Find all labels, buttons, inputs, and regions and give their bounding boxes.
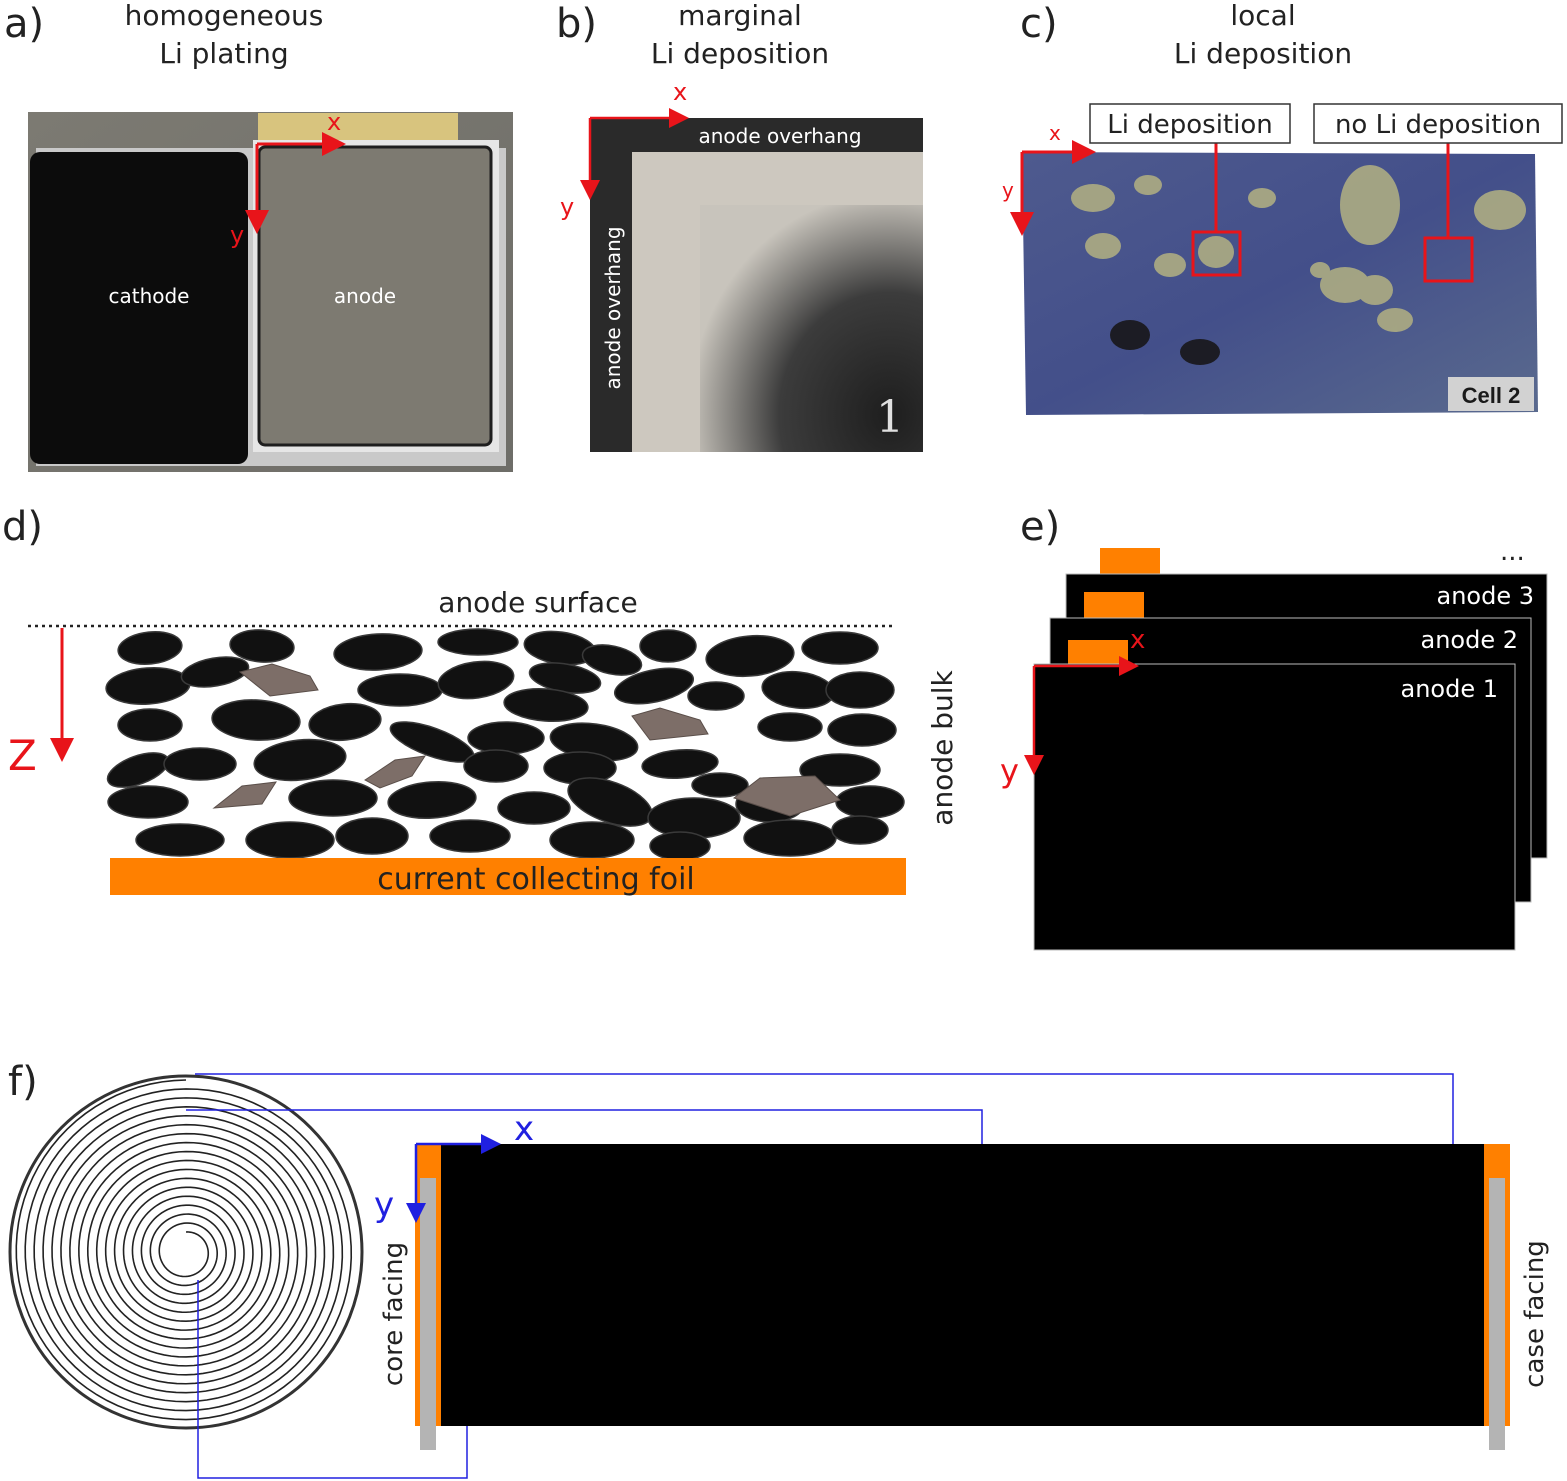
panel-b-title-line1: marginal [678,0,802,32]
panel-a-letter: a) [4,1,44,47]
panel-e: e) ... anode 3 anode 2 anode 1 x y [1000,504,1548,951]
core-tab-gray [420,1178,436,1450]
panel-a-yellow-tab [258,113,458,143]
anode-1-tab [1068,640,1128,668]
connector-middle-to-sheet [186,1109,983,1144]
panel-c-cell-photo [1022,152,1538,415]
panel-f-x-label: x [514,1109,534,1149]
panel-e-y-label: y [1000,752,1019,790]
anode-1-label: anode 1 [1401,675,1499,703]
panel-b-side-overhang [590,118,632,452]
panel-c-dark-spots [1110,320,1220,365]
panel-f: f) core facing case facing x y [8,1059,1550,1479]
panel-a-x-label: x [327,108,341,136]
anode-label: anode [334,284,396,308]
jelly-roll-spiral [8,1074,364,1430]
panel-c: c) local Li deposition Cell 2 [1002,0,1563,415]
core-facing-label: core facing [379,1242,409,1386]
panel-b-top-overhang [590,118,923,152]
panel-b-letter: b) [556,1,597,47]
silicon-particles [212,663,841,817]
cathode-label: cathode [108,284,189,308]
panel-c-letter: c) [1020,1,1058,47]
panel-c-callout-box-2 [1313,103,1563,144]
panel-e-letter: e) [1020,504,1060,550]
panel-a-cathode-sheet [30,152,248,464]
panel-e-ellipsis: ... [1500,537,1525,567]
panel-c-cell-tag: Cell 2 [1462,383,1521,408]
panel-f-letter: f) [8,1059,38,1105]
panel-c-title-line2: Li deposition [1174,37,1352,70]
panel-a-title-line2: Li plating [159,37,288,70]
panel-a: a) homogeneous Li plating cathode anode … [4,0,513,472]
unrolled-anode-sheet [441,1144,1484,1426]
panel-b-photo-number: 1 [876,392,904,443]
panel-b-y-label: y [560,193,574,221]
case-tab-gray [1489,1178,1505,1450]
connector-core-to-core [197,1280,468,1479]
current-collecting-foil-label: current collecting foil [377,862,695,897]
panel-b-overhang-side-label: anode overhang [601,226,625,389]
spiral-outer-ring [8,1074,364,1430]
panel-a-anode-sheet [257,145,493,447]
panel-b-title-line2: Li deposition [651,37,829,70]
panel-c-cell-tag-box [1448,377,1534,411]
panel-c-callout-deposition: Li deposition [1107,110,1272,140]
panel-c-callout-box-1 [1089,103,1291,144]
connector-outer-to-case [195,1073,1454,1144]
graphite-particles [105,628,905,861]
panel-f-y-label: y [374,1185,394,1225]
panel-b-overhang-top-label: anode overhang [698,124,861,148]
panel-d: d) anode surface anode bulk Z [2,504,959,897]
panel-c-title-line1: local [1230,0,1295,32]
panel-a-title-line1: homogeneous [125,0,324,32]
anode-surface-label: anode surface [438,586,637,619]
anode-2-label: anode 2 [1421,626,1519,654]
anode-3-label: anode 3 [1437,582,1535,610]
panel-b: b) marginal Li deposition anode overhang… [556,0,923,452]
panel-d-letter: d) [2,504,43,550]
panel-c-callout-no-deposition: no Li deposition [1335,110,1541,140]
panel-c-deposition-spots [1071,165,1526,332]
anode-2-tab [1084,592,1144,620]
panel-b-inner-dark [700,205,923,452]
panel-e-x-label: x [1130,625,1145,655]
anode-bulk-label: anode bulk [926,669,959,825]
case-facing-label: case facing [1520,1240,1550,1388]
spiral-path [15,1079,353,1421]
panel-b-x-label: x [673,78,687,106]
panel-d-z-label: Z [8,731,37,780]
panel-c-x-label: x [1049,121,1061,145]
current-collecting-foil [110,858,906,895]
panel-c-y-label: y [1002,178,1014,202]
anode-1-sheet [1033,663,1516,951]
anode-3-tab [1100,548,1160,576]
panel-a-y-label: y [230,221,244,249]
